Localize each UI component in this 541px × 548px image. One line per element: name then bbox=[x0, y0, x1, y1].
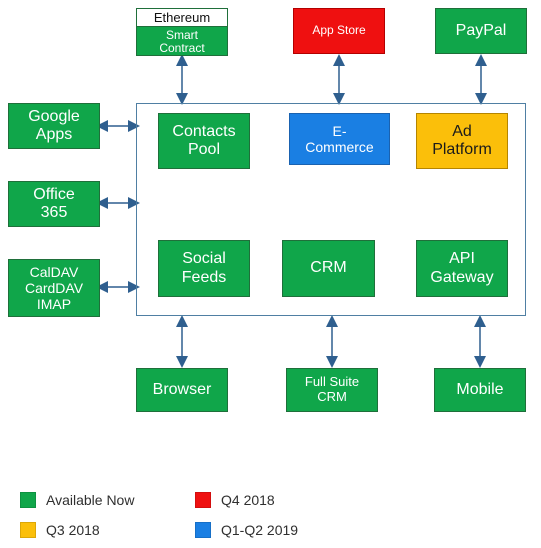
app-store-node: App Store bbox=[293, 8, 385, 54]
e-commerce-node: E- Commerce bbox=[289, 113, 390, 165]
legend-item-q3-2018: Q3 2018 bbox=[20, 522, 100, 538]
ethereum-smart-contract-node: Ethereum Smart Contract bbox=[136, 8, 228, 56]
legend-item-q4-2018: Q4 2018 bbox=[195, 492, 275, 508]
ethereum-subtitle: Smart Contract bbox=[137, 27, 227, 55]
core-platform-frame bbox=[136, 103, 526, 316]
legend-swatch-q4-2018 bbox=[195, 492, 211, 508]
paypal-node: PayPal bbox=[435, 8, 527, 54]
api-gateway-node: API Gateway bbox=[416, 240, 508, 297]
office-365-node: Office 365 bbox=[8, 181, 100, 227]
legend-label-q4-2018: Q4 2018 bbox=[221, 492, 275, 508]
caldav-carddav-imap-node: CalDAV CardDAV IMAP bbox=[8, 259, 100, 317]
legend-label-q1-q2-2019: Q1-Q2 2019 bbox=[221, 522, 299, 538]
ethereum-title: Ethereum bbox=[137, 9, 227, 27]
contacts-pool-node: Contacts Pool bbox=[158, 113, 250, 169]
google-apps-node: Google Apps bbox=[8, 103, 100, 149]
mobile-node: Mobile bbox=[434, 368, 526, 412]
full-suite-crm-node: Full Suite CRM bbox=[286, 368, 378, 412]
browser-node: Browser bbox=[136, 368, 228, 412]
legend-label-q3-2018: Q3 2018 bbox=[46, 522, 100, 538]
ad-platform-node: Ad Platform bbox=[416, 113, 508, 169]
legend-label-available-now: Available Now bbox=[46, 492, 135, 508]
legend-item-available-now: Available Now bbox=[20, 492, 134, 508]
legend-swatch-q1-q2-2019 bbox=[195, 522, 211, 538]
legend-swatch-available-now bbox=[20, 492, 36, 508]
social-feeds-node: Social Feeds bbox=[158, 240, 250, 297]
crm-node: CRM bbox=[282, 240, 375, 297]
legend-item-q1-q2-2019: Q1-Q2 2019 bbox=[195, 522, 298, 538]
legend-swatch-q3-2018 bbox=[20, 522, 36, 538]
